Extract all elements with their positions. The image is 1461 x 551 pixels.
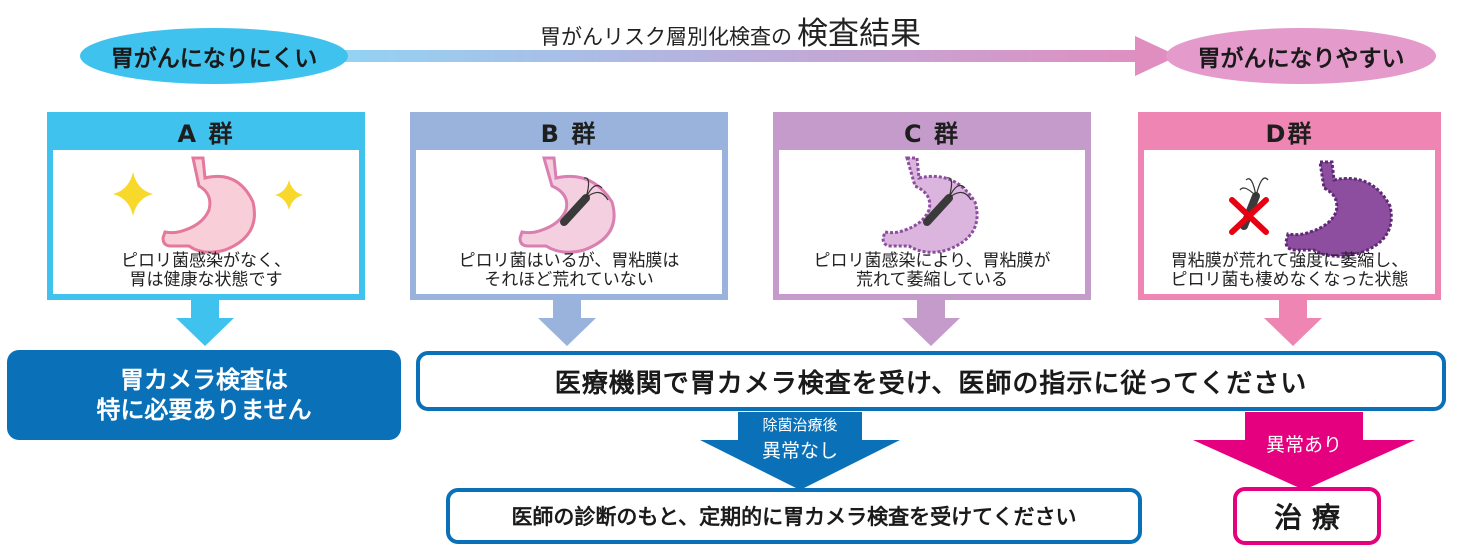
group-c-body: ピロリ菌感染により、胃粘膜が 荒れて萎縮している [779, 150, 1085, 294]
regular-checkup-box: 医師の診断のもと、定期的に胃カメラ検査を受けてください [446, 488, 1142, 544]
group-a-body: ピロリ菌感染がなく、 胃は健康な状態です [53, 150, 359, 294]
group-d-body: 胃粘膜が荒れて強度に萎縮し、 ピロリ菌も棲めなくなった状態 [1144, 150, 1435, 294]
no-exam-needed-box: 胃カメラ検査は 特に必要ありません [7, 350, 401, 440]
group-d-header: D群 [1265, 119, 1314, 148]
stomach-with-bacteria-icon [518, 156, 616, 254]
after-eradication-arrow [700, 412, 900, 490]
healthy-stomach-icon [113, 156, 303, 254]
group-a-description: ピロリ菌感染がなく、 胃は健康な状態です [121, 251, 291, 290]
atrophic-stomach-icon [881, 156, 979, 254]
group-a-card: A 群 ピロリ菌感染がなく、 胃は健康な状態です [47, 112, 365, 300]
group-down-arrows [176, 300, 1322, 346]
group-b-description: ピロリ菌はいるが、胃粘膜は それほど荒れていない [458, 251, 680, 290]
group-b-arrow [538, 300, 596, 346]
severely-atrophic-stomach-icon [1229, 160, 1393, 258]
consult-doctor-box: 医療機関で胃カメラ検査を受け、医師の指示に従ってください [416, 351, 1446, 411]
group-c-description: ピロリ菌感染により、胃粘膜が 荒れて萎縮している [813, 251, 1051, 290]
no-abnormality-label: 異常なし [761, 440, 838, 462]
title-main: 検査結果 [797, 16, 922, 52]
group-d-arrow [1264, 300, 1322, 346]
group-c-card: C 群 ピロリ菌感染により、胃粘膜が 荒れて萎縮している [773, 112, 1091, 300]
treatment-box: 治 療 [1233, 487, 1381, 545]
group-d-card: D群 胃粘膜が荒れて強度に萎縮し、 ピロリ菌も棲めなくなった状態 [1138, 112, 1441, 300]
group-a-arrow [176, 300, 234, 346]
page-title: 胃がんリスク層別化検査の 検査結果 [0, 8, 1461, 53]
low-risk-label: 胃がんになりにくい [80, 28, 348, 84]
group-c-arrow [902, 300, 960, 346]
abnormal-arrow [1193, 412, 1415, 490]
group-b-header: B 群 [540, 119, 598, 148]
title-prefix: 胃がんリスク層別化検査の [539, 25, 792, 49]
group-b-card: B 群 ピロリ菌はいるが、胃粘膜は それほど荒れていない [410, 112, 728, 300]
after-eradication-label: 除菌治療後 [762, 416, 838, 434]
risk-gradient-arrow [300, 36, 1178, 76]
group-c-header: C 群 [904, 119, 960, 148]
high-risk-label: 胃がんになりやすい [1166, 28, 1436, 84]
group-b-body: ピロリ菌はいるが、胃粘膜は それほど荒れていない [416, 150, 722, 294]
group-d-description: 胃粘膜が荒れて強度に萎縮し、 ピロリ菌も棲めなくなった状態 [1170, 251, 1409, 290]
group-a-header: A 群 [177, 119, 235, 148]
abnormal-label: 異常あり [1265, 434, 1342, 456]
